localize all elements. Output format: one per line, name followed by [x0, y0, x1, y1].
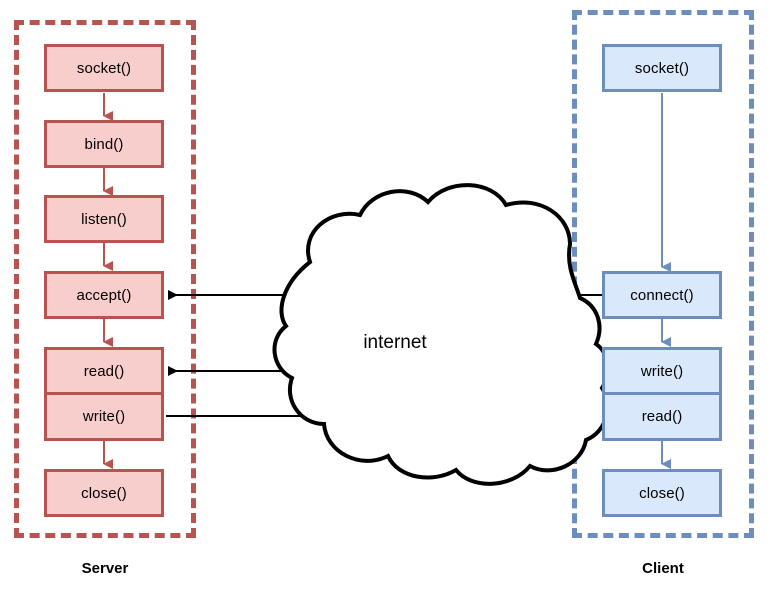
node-label: read() [83, 362, 125, 380]
server-zone [14, 20, 196, 538]
node-label: close() [81, 484, 127, 502]
node-server-close[interactable]: close() [44, 469, 164, 517]
node-server-accept[interactable]: accept() [44, 271, 164, 319]
node-server-socket[interactable]: socket() [44, 44, 164, 92]
node-client-read[interactable]: read() [602, 394, 722, 441]
node-server-write[interactable]: write() [44, 394, 164, 441]
node-client-write[interactable]: write() [602, 347, 722, 394]
node-server-read[interactable]: read() [44, 347, 164, 394]
node-label: listen() [81, 210, 127, 228]
node-client-connect[interactable]: connect() [602, 271, 722, 319]
node-label: connect() [630, 286, 694, 304]
node-server-bind[interactable]: bind() [44, 120, 164, 168]
node-label: bind() [84, 135, 124, 153]
node-label: close() [639, 484, 685, 502]
node-server-listen[interactable]: listen() [44, 195, 164, 243]
node-label: read() [641, 408, 683, 425]
network-connections [166, 290, 612, 421]
node-client-close[interactable]: close() [602, 469, 722, 517]
node-label: write() [82, 408, 126, 425]
node-label: socket() [76, 59, 132, 77]
node-label: write() [640, 362, 684, 380]
node-label: accept() [76, 286, 132, 304]
server-zone-label: Server [81, 560, 129, 577]
node-client-socket[interactable]: socket() [602, 44, 722, 92]
client-zone-label: Client [642, 560, 684, 577]
node-label: socket() [634, 59, 690, 77]
cloud-label: internet [363, 332, 427, 353]
